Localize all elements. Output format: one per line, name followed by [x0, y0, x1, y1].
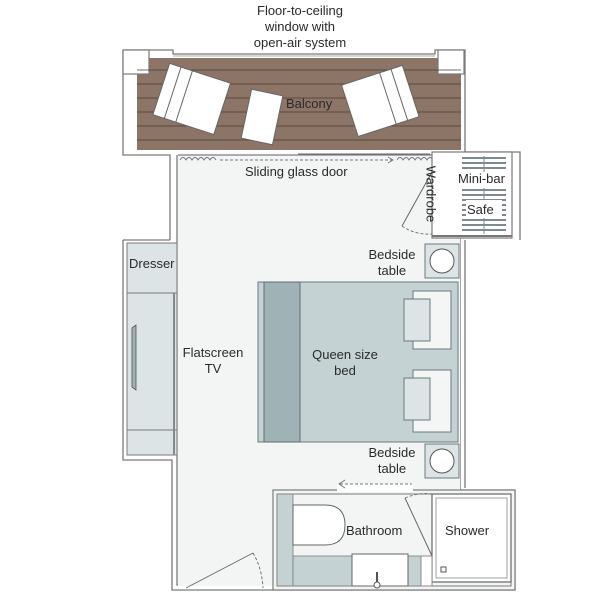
bathroom [272, 479, 516, 591]
balcony-chair-left [152, 62, 232, 136]
sliding-door [179, 153, 434, 164]
entry-door [185, 552, 264, 589]
bedside-top-label-line2: table [377, 263, 407, 278]
sliding-door-label: Sliding glass door [245, 164, 348, 179]
balcony-label: Balcony [286, 96, 333, 111]
window-label-line2: window with [264, 19, 336, 34]
balcony-table [240, 88, 284, 146]
tv-icon [131, 324, 137, 391]
tv-label-line1: Flatscreen [182, 345, 244, 360]
bedside-top-label-line1: Bedside [368, 247, 416, 262]
minibar-label: Mini-bar [458, 171, 505, 186]
window-label-line3: open-air system [253, 35, 347, 50]
dresser-unit [126, 242, 178, 456]
bathroom-label: Bathroom [346, 523, 403, 538]
wardrobe [401, 151, 513, 239]
window-label: Floor-to-ceiling window with open-air sy… [240, 3, 360, 51]
bed-label: Queen size bed [310, 347, 380, 379]
bed [257, 281, 459, 443]
shower-label: Shower [445, 523, 490, 538]
balcony-chair-right [340, 64, 420, 138]
bedside-table-top [424, 243, 460, 279]
bedside-bottom-label-line1: Bedside [368, 445, 416, 460]
bedside-top-label: Bedside table [362, 247, 422, 279]
sink-icon [351, 553, 409, 587]
bed-label-line1: Queen size [312, 347, 378, 362]
bed-label-line2: bed [334, 363, 356, 378]
tv-label: Flatscreen TV [176, 345, 250, 377]
dresser-label: Dresser [129, 256, 175, 271]
wardrobe-label: Wardrobe [423, 165, 439, 223]
bedside-table-bottom [424, 443, 460, 479]
bedside-bottom-label: Bedside table [362, 445, 422, 477]
window-label-line1: Floor-to-ceiling [257, 3, 343, 18]
tv-label-line2: TV [204, 361, 222, 376]
safe-label: Safe [467, 202, 494, 217]
bedside-bottom-label-line2: table [377, 461, 407, 476]
toilet-icon [292, 504, 346, 546]
